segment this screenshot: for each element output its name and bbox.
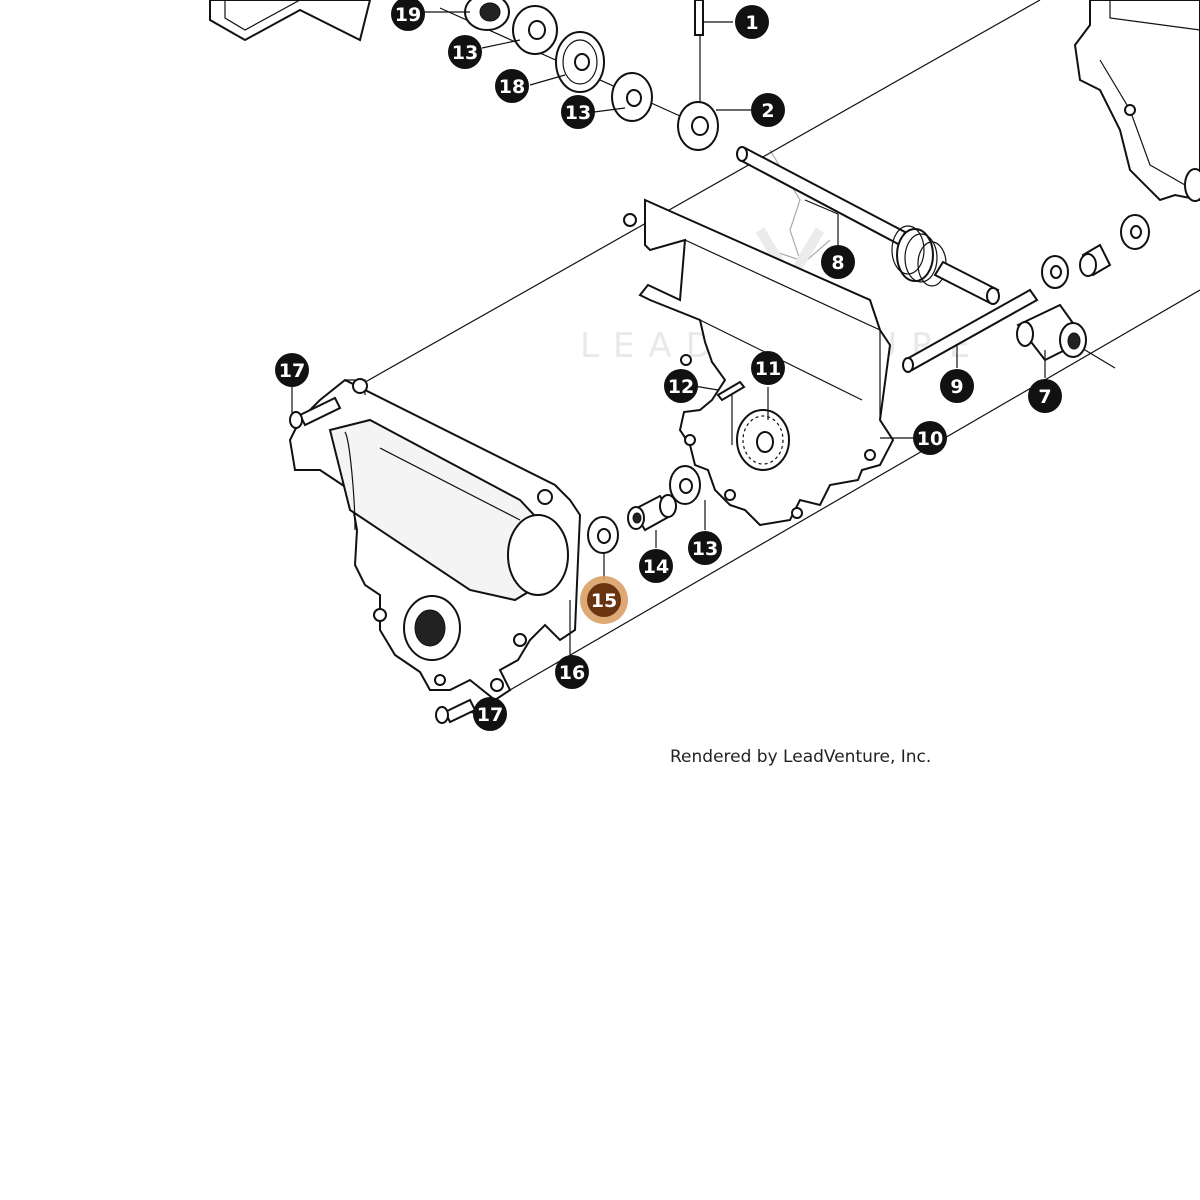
- bushing-right: [1079, 243, 1112, 277]
- callout-label: 13: [692, 538, 718, 560]
- leader-lines: [291, 11, 1046, 715]
- callout-label: 8: [831, 252, 844, 274]
- callout-label: 10: [917, 428, 943, 450]
- callout-17[interactable]: 17: [473, 697, 507, 731]
- gear-11: [736, 409, 790, 471]
- callout-18[interactable]: 18: [495, 69, 529, 103]
- credit-text: Rendered by LeadVenture, Inc.: [670, 747, 931, 767]
- washer-13-top: [512, 5, 558, 55]
- callout-11[interactable]: 11: [751, 351, 785, 385]
- callout-17[interactable]: 17: [275, 353, 309, 387]
- callout-15-highlighted[interactable]: 15: [580, 576, 628, 624]
- washer-15: [587, 516, 619, 554]
- callout-label: 17: [279, 360, 305, 382]
- gearbox-housing-16: [288, 378, 582, 702]
- thrust-bearing-18: [555, 31, 605, 93]
- screw-17-bottom: [435, 698, 477, 724]
- washer-right-2: [1041, 255, 1069, 289]
- callout-14[interactable]: 14: [639, 549, 673, 583]
- callout-label: 17: [477, 704, 503, 726]
- coupling-7: [1016, 303, 1087, 362]
- callout-9[interactable]: 9: [940, 369, 974, 403]
- key-12: [716, 380, 746, 402]
- callout-label: 2: [761, 100, 774, 122]
- callout-10[interactable]: 10: [913, 421, 947, 455]
- callout-7[interactable]: 7: [1028, 379, 1062, 413]
- callout-16[interactable]: 16: [555, 655, 589, 689]
- washer-13-second: [611, 72, 653, 122]
- callout-13[interactable]: 13: [688, 531, 722, 565]
- callout-label: 7: [1038, 386, 1051, 408]
- callout-label: 1: [745, 12, 758, 34]
- bushing-14: [627, 494, 677, 532]
- worm-shaft-8: [736, 146, 1000, 305]
- shaft-pin-9: [902, 288, 1039, 373]
- callout-label: 11: [755, 358, 781, 380]
- callout-12[interactable]: 12: [664, 369, 698, 403]
- callout-2[interactable]: 2: [751, 93, 785, 127]
- washer-13-lower: [669, 465, 701, 505]
- callout-13[interactable]: 13: [448, 35, 482, 69]
- washer-right-1: [1120, 214, 1150, 250]
- screw-17-top: [289, 396, 342, 429]
- callout-8[interactable]: 8: [821, 245, 855, 279]
- callout-label: 12: [668, 376, 694, 398]
- gearbox-housing-right: [1073, 0, 1200, 202]
- bushing-19: [464, 0, 510, 31]
- callout-label: 18: [499, 76, 525, 98]
- callout-label: 13: [452, 42, 478, 64]
- washer-2: [677, 101, 719, 151]
- callout-label: 14: [643, 556, 669, 578]
- callout-13[interactable]: 13: [561, 95, 595, 129]
- callout-label: 9: [950, 376, 963, 398]
- callout-label: 16: [559, 662, 585, 684]
- callout-label: 15: [591, 590, 617, 612]
- callout-19[interactable]: 19: [391, 0, 425, 31]
- pin-1: [694, 0, 704, 36]
- callout-label: 13: [565, 102, 591, 124]
- bracket-fragment: [209, 0, 372, 42]
- callout-1[interactable]: 1: [735, 5, 769, 39]
- callout-label: 19: [395, 4, 421, 26]
